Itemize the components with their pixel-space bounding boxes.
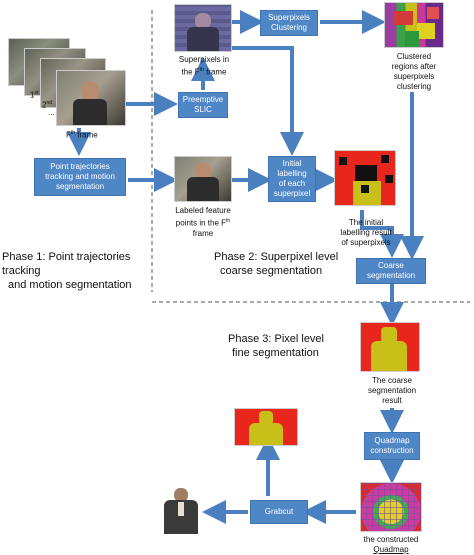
point-trajectories-box: Point trajectories tracking and motion s…	[34, 158, 126, 196]
superpixels-image	[174, 4, 232, 52]
final-segmented-person	[156, 486, 206, 534]
clustered-regions-image	[384, 2, 444, 48]
coarse-result-caption: The coarse segmentation result	[367, 376, 417, 405]
frame-label-dots: ...	[48, 108, 55, 117]
grabcut-box: Grabcut	[250, 500, 308, 524]
video-frame-fth	[56, 70, 126, 126]
quadmap-construction-box: Quadmap construction	[364, 432, 420, 460]
phase1-label: Phase 1: Point trajectories tracking and…	[2, 251, 132, 291]
initial-labelling-result-caption: The initial labelling result of superpix…	[340, 218, 392, 247]
initial-labelling-result-image	[334, 150, 396, 206]
superpixels-frame-caption: Superpixels in the Fth frame	[178, 55, 230, 77]
constructed-quadmap-image	[360, 482, 422, 532]
frame-label-1st: 1st	[30, 90, 39, 100]
constructed-quadmap-caption: the constructed Quadmap	[363, 535, 419, 554]
frame-label-2nd: 2nd	[42, 100, 53, 110]
superpixels-clustering-box: Superpixels Clustering	[260, 10, 318, 36]
coarse-result-image	[360, 322, 420, 372]
initial-labelling-box: Initial labelling of each superpixel	[268, 156, 316, 202]
clustered-regions-caption: Clustered regions after superpixels clus…	[391, 52, 437, 91]
frame-label-fth: Fth frame	[66, 130, 98, 140]
arrow-superpixels-to-labelling	[232, 46, 304, 156]
fine-result-image	[234, 408, 298, 446]
phase3-label: Phase 3: Pixel level fine segmentation	[228, 333, 324, 359]
arrow-result-to-coarse	[360, 210, 404, 258]
labeled-points-image	[174, 156, 232, 202]
labeled-points-caption: Labeled feature points in the Fth frame	[175, 206, 231, 238]
preemptive-slic-box: Preemptive SLIC	[178, 92, 228, 118]
phase2-label: Phase 2: Superpixel level coarse segment…	[214, 251, 339, 277]
coarse-segmentation-box: Coarse segmentation	[356, 258, 426, 284]
